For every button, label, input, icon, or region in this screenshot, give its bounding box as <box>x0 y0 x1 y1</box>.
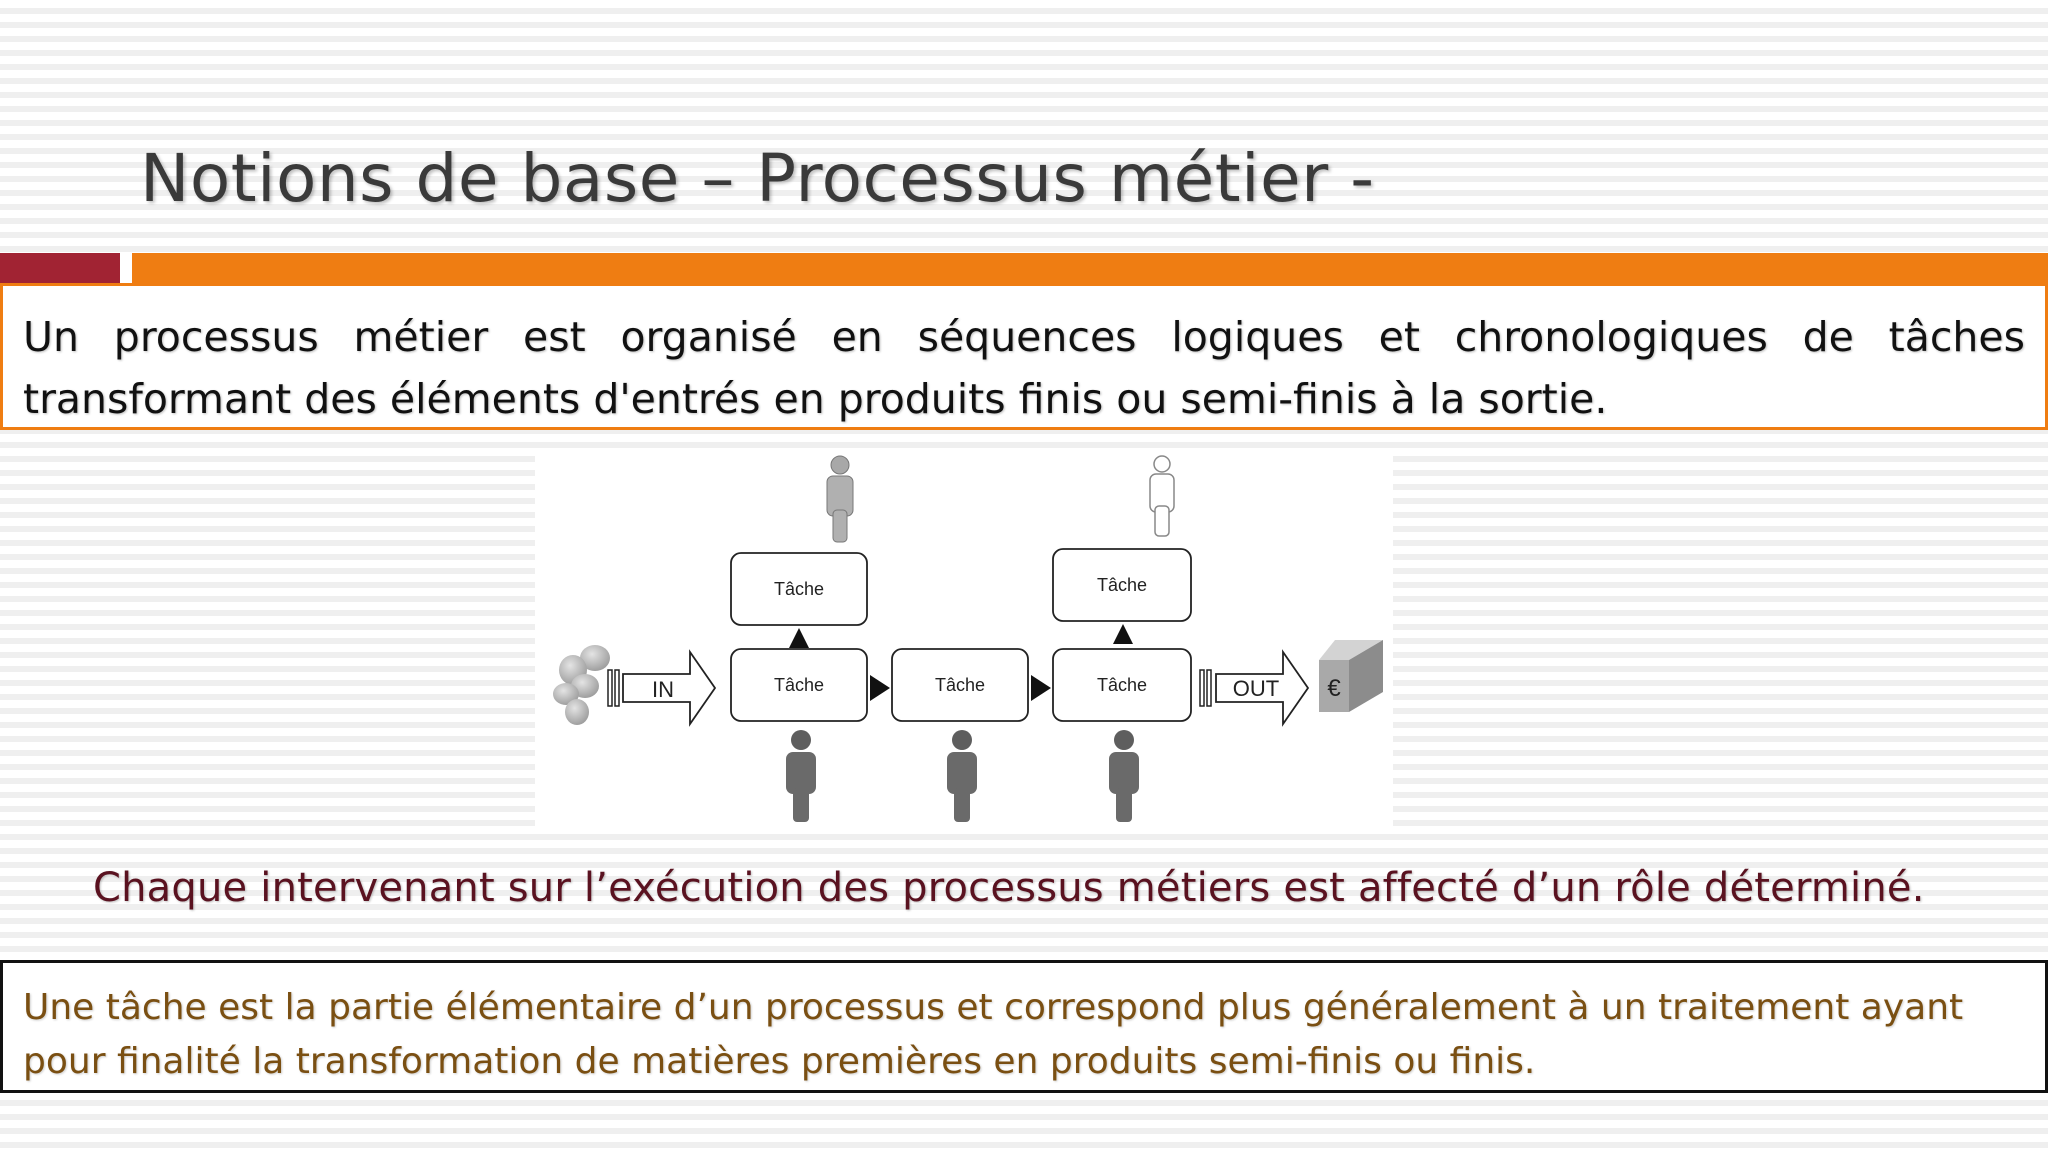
process-diagram: IN Tâche Tâche Tâche Tâche Tâche <box>535 450 1393 830</box>
task-definition-box: Une tâche est la partie élémentaire d’un… <box>0 960 2048 1093</box>
raw-materials-icon <box>553 645 610 725</box>
output-label: OUT <box>1233 676 1279 701</box>
slide-title: Notions de base – Processus métier - <box>140 140 1375 217</box>
output-arrow <box>1199 649 1310 727</box>
task-box-main <box>1052 648 1192 722</box>
product-cube-icon <box>1319 640 1383 712</box>
actor-icon <box>947 730 977 822</box>
arrow-up-icon <box>1113 624 1133 644</box>
actor-icon <box>786 730 816 822</box>
task-upper-1-label: Tâche <box>774 579 824 599</box>
task-box-main <box>730 648 868 722</box>
arrow-right-icon <box>870 675 890 701</box>
arrow-right-icon <box>1031 675 1051 701</box>
definition-text: Un processus métier est organisé en séqu… <box>23 313 2025 423</box>
actor-outline-icon <box>1149 455 1175 537</box>
product-symbol: € <box>1327 675 1341 702</box>
task-box-upper <box>730 552 868 626</box>
input-arrow <box>607 649 717 727</box>
task-main-3-label: Tâche <box>1097 675 1147 695</box>
title-accent-bar-orange <box>132 253 2048 283</box>
role-statement: Chaque intervenant sur l’exécution des p… <box>93 865 1925 911</box>
task-main-2-label: Tâche <box>935 675 985 695</box>
task-main-1-label: Tâche <box>774 675 824 695</box>
definition-box: Un processus métier est organisé en séqu… <box>0 283 2048 430</box>
process-diagram-svg: IN Tâche Tâche Tâche Tâche Tâche <box>553 455 1383 822</box>
arrow-up-icon <box>789 628 809 648</box>
title-accent-gap <box>120 253 132 283</box>
title-accent-bar-dark <box>0 253 120 283</box>
actor-icon <box>826 455 854 543</box>
task-upper-2-label: Tâche <box>1097 575 1147 595</box>
task-definition-text: Une tâche est la partie élémentaire d’un… <box>23 987 1964 1082</box>
actor-icon <box>1109 730 1139 822</box>
task-box-upper <box>1052 548 1192 622</box>
input-label: IN <box>652 677 674 702</box>
task-box-main <box>891 648 1029 722</box>
